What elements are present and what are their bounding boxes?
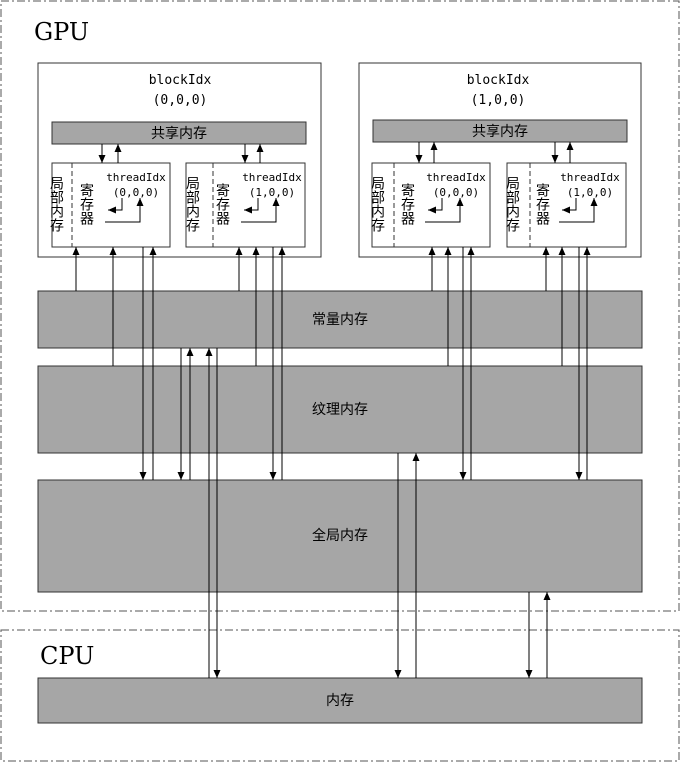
block-1-thread-1: 局部内存 寄存器 threadIdx (1,0,0) xyxy=(504,162,627,248)
block-1-thread-0: 局部内存 寄存器 threadIdx (0,0,0) xyxy=(369,162,491,248)
cpu-label: CPU xyxy=(40,642,94,670)
block-1-thread-0-registers: 寄存器 xyxy=(399,182,415,225)
block-0-shared-memory xyxy=(51,121,307,145)
block-0-thread-0-local-memory: 局部内存 xyxy=(48,176,64,232)
block-1-thread-0-index: (0,0,0) xyxy=(433,186,479,199)
gpu-region xyxy=(0,0,680,612)
block-0-thread-1-index: (1,0,0) xyxy=(249,186,295,199)
block-1-thread-1-index: (1,0,0) xyxy=(567,186,613,199)
block-1: blockIdx (1,0,0) 共享内存 局部内存 寄存器 threadIdx… xyxy=(358,62,642,258)
block-1-shared-memory-label: 共享内存 xyxy=(472,123,528,140)
host-memory xyxy=(37,677,643,724)
block-0-thread-1-box xyxy=(185,162,306,248)
block-1-title: blockIdx xyxy=(467,73,530,88)
block-0-title: blockIdx xyxy=(149,73,212,88)
block-1-thread-0-title: threadIdx xyxy=(426,171,486,184)
block-1-thread-1-registers: 寄存器 xyxy=(534,182,550,225)
block-1-thread-1-box xyxy=(506,162,627,248)
block-0-thread-0-title: threadIdx xyxy=(106,171,166,184)
block-0-thread-1-local-memory: 局部内存 xyxy=(184,176,200,232)
gpu-label: GPU xyxy=(34,18,89,46)
connectors xyxy=(72,142,598,678)
cpu-region xyxy=(0,629,680,762)
block-0-thread-0: 局部内存 寄存器 threadIdx (0,0,0) xyxy=(48,162,171,248)
block-0-shared-memory-label: 共享内存 xyxy=(151,125,207,142)
block-1-thread-1-title: threadIdx xyxy=(560,171,620,184)
block-0-thread-1: 局部内存 寄存器 threadIdx (1,0,0) xyxy=(184,162,306,248)
block-0-index: (0,0,0) xyxy=(153,93,208,108)
block-0-thread-0-registers: 寄存器 xyxy=(78,182,94,225)
block-0-thread-1-title: threadIdx xyxy=(242,171,302,184)
global-memory xyxy=(37,479,643,593)
texture-memory xyxy=(37,365,643,454)
block-0-thread-1-registers: 寄存器 xyxy=(214,182,230,225)
texture-memory-label: 纹理内存 xyxy=(312,402,368,418)
block-1-thread-1-local-memory: 局部内存 xyxy=(504,176,520,232)
constant-memory-label: 常量内存 xyxy=(312,312,368,328)
constant-memory xyxy=(37,290,643,349)
block-0: blockIdx (0,0,0) 共享内存 局部内存 寄存器 threadIdx… xyxy=(37,62,322,258)
block-0-thread-0-index: (0,0,0) xyxy=(113,186,159,199)
host-memory-label: 内存 xyxy=(326,693,354,709)
global-memory-label: 全局内存 xyxy=(312,527,368,544)
block-1-index: (1,0,0) xyxy=(471,93,526,108)
block-1-thread-0-local-memory: 局部内存 xyxy=(369,176,385,232)
block-1-shared-memory xyxy=(372,119,628,143)
